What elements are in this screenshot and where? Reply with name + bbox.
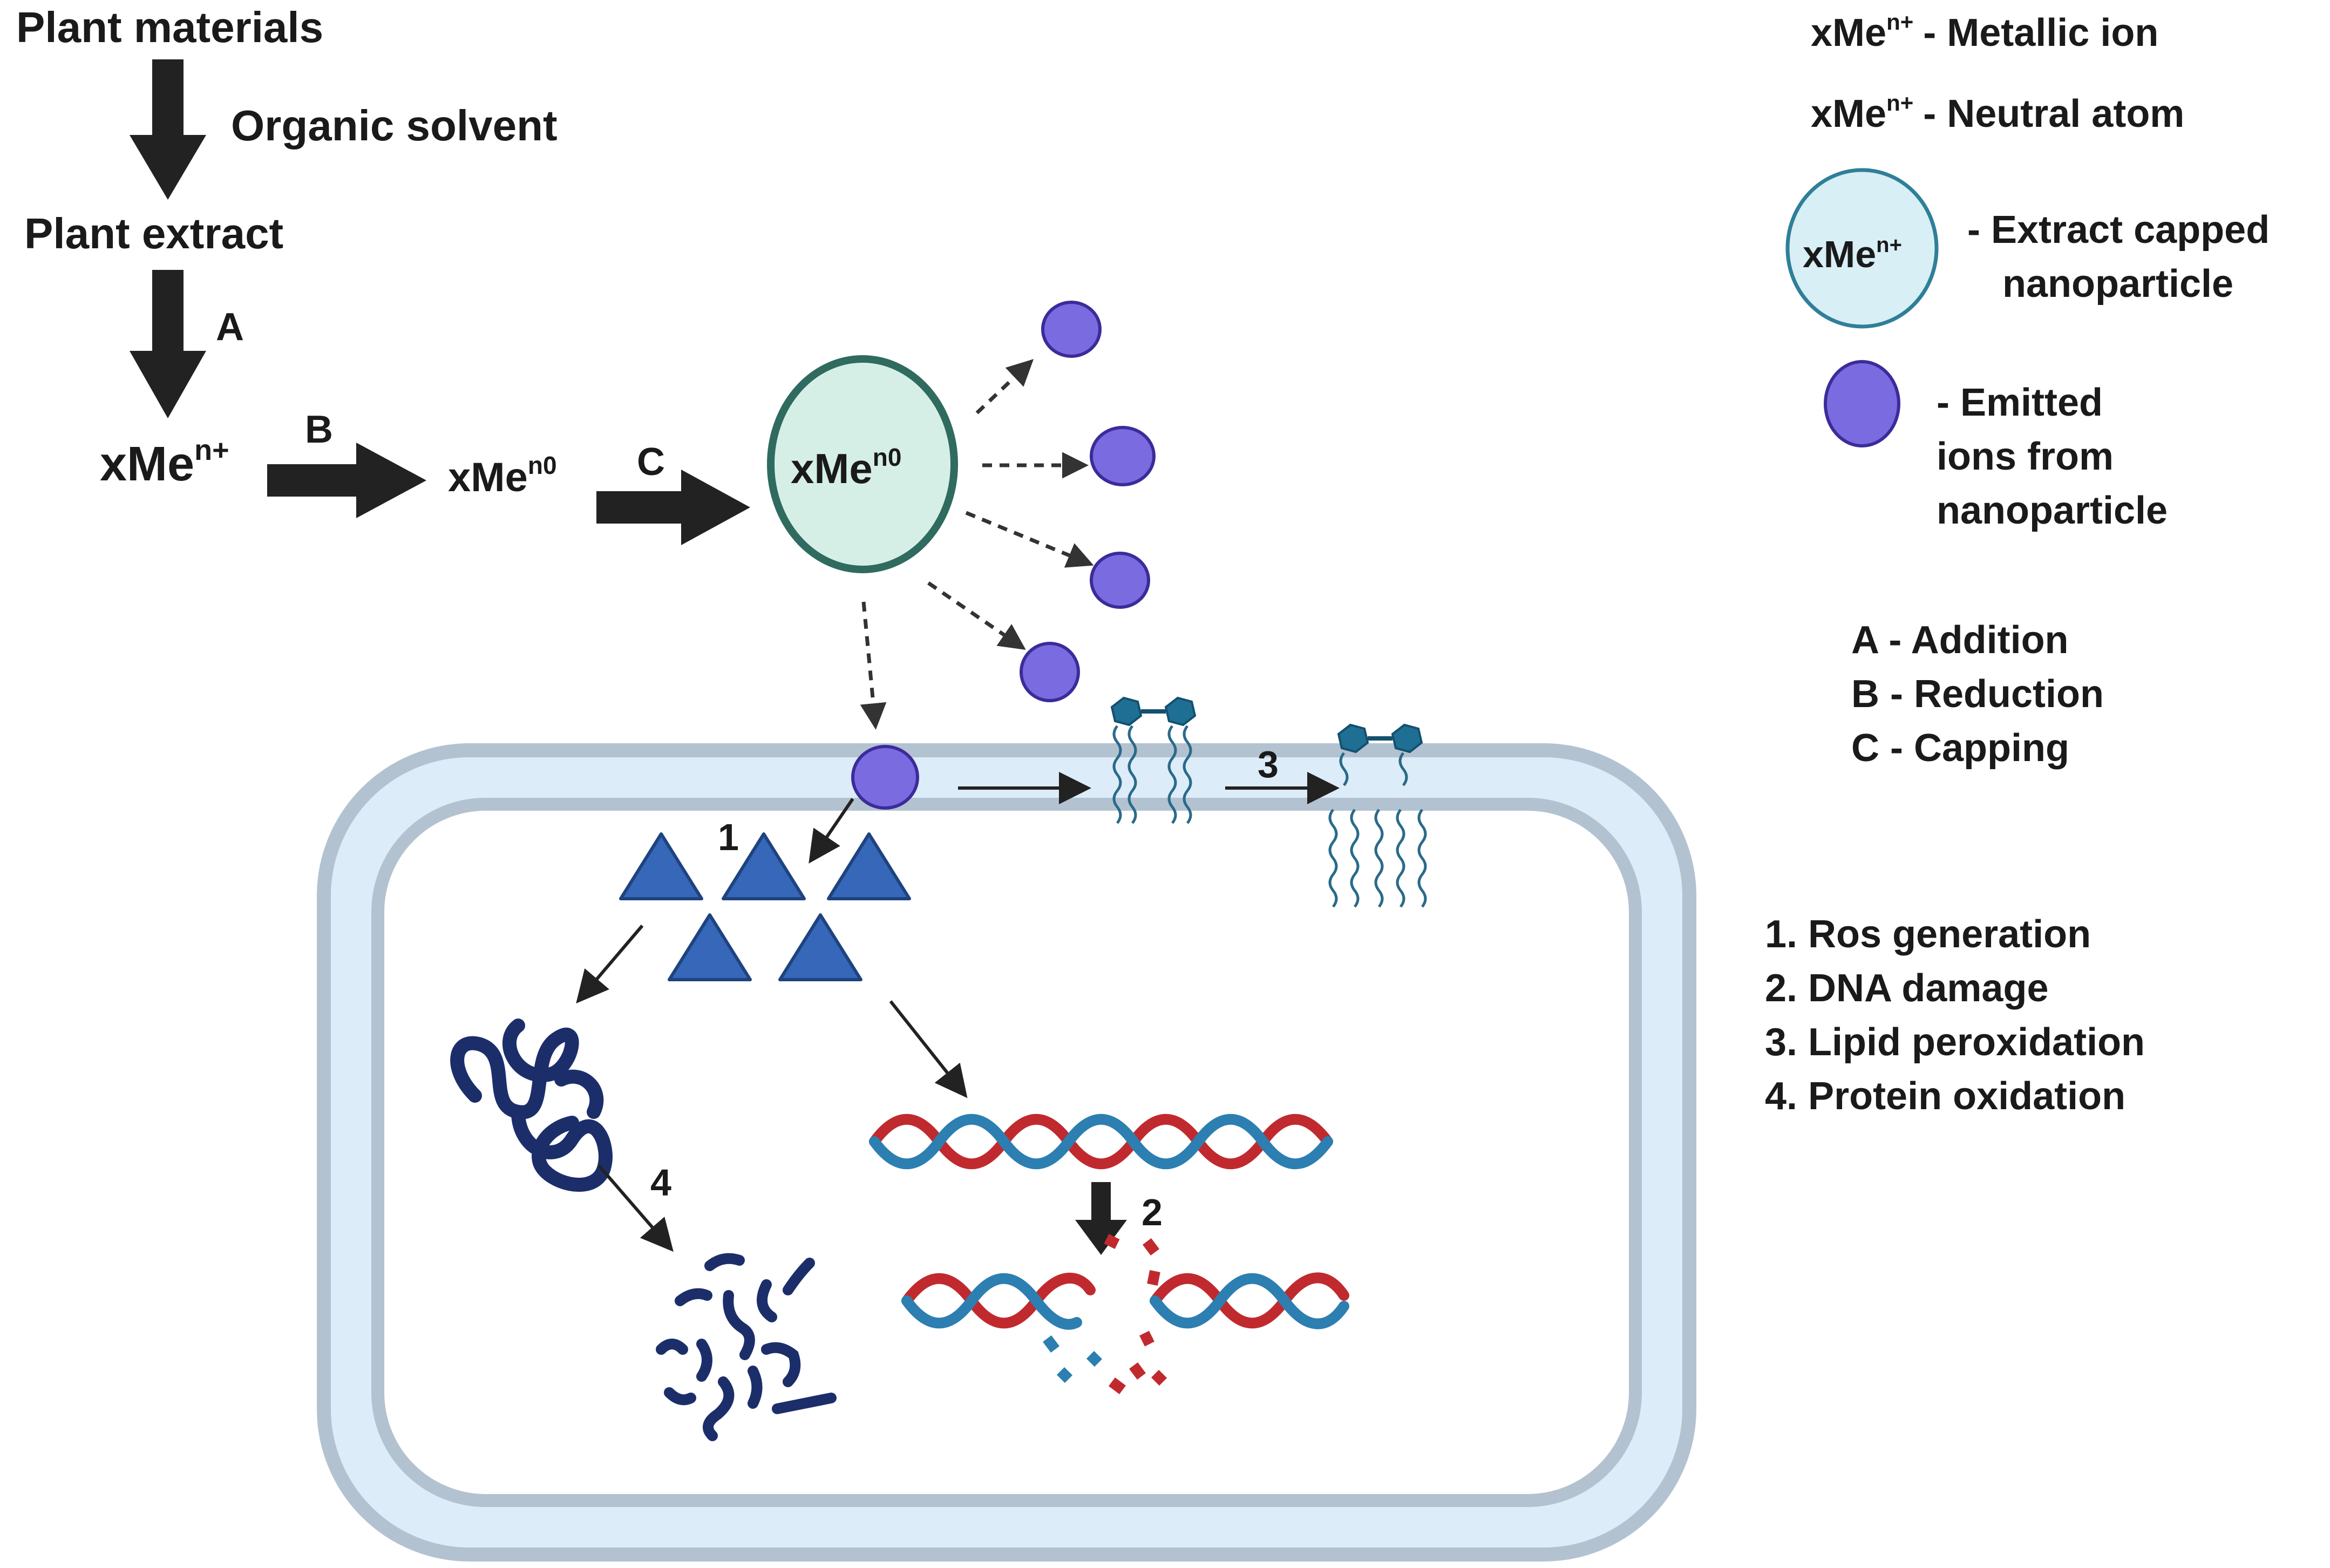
plant-extract-label: Plant extract (24, 209, 283, 257)
legend-emitted-ion-icon (1824, 360, 1900, 447)
emitted-ion-1 (1041, 301, 1102, 358)
metal-ion-label: xMen+ (100, 434, 229, 491)
legend-metallic-ion: xMen+- Metallic ion (1811, 9, 2158, 55)
intact-dna (869, 1114, 1333, 1170)
legend-step-b: B - Reduction (1851, 673, 2104, 716)
folded-protein (450, 1019, 613, 1192)
legend-mechanism-3: 3. Lipid peroxidation (1765, 1021, 2145, 1064)
ion-to-ros-arrow (809, 798, 854, 864)
step-c-label: C (637, 440, 665, 484)
protein-oxidation-arrow (597, 1165, 674, 1252)
ros-triangle (668, 913, 752, 981)
legend-step-c: C - Capping (1851, 727, 2069, 770)
step-b-label: B (305, 408, 333, 451)
nanoparticle-label: xMen0 (791, 443, 901, 492)
ros-triangle (722, 832, 806, 900)
mechanism-4-label: 4 (650, 1162, 671, 1204)
legend-emitted-line3: nanoparticle (1937, 489, 2168, 532)
peroxidized-lipids (1328, 723, 1427, 908)
neutral-atom-label: xMen0 (448, 451, 557, 500)
broken-dna-left (901, 1272, 1096, 1330)
right-arrow-reduction (267, 443, 426, 518)
emit-arrow-5 (860, 601, 887, 730)
legend-emitted-line2: ions from (1937, 435, 2114, 478)
ros-to-dna-arrow (889, 1000, 968, 1098)
emit-arrow-1 (975, 359, 1034, 415)
emitted-ion-2 (1090, 426, 1156, 486)
ros-to-protein-arrow (576, 925, 644, 1004)
emitted-ion-4 (1020, 642, 1080, 702)
legend-capped-line2: nanoparticle (2002, 262, 2233, 306)
ros-triangle (619, 832, 703, 900)
mechanism-1-label: 1 (718, 816, 739, 858)
legend-mechanism-1: 1. Ros generation (1765, 913, 2091, 956)
plant-materials-label: Plant materials (16, 3, 323, 51)
emit-arrow-3 (965, 511, 1094, 568)
legend-mechanism-4: 4. Protein oxidation (1765, 1075, 2125, 1118)
step-a-label: A (216, 306, 244, 349)
intact-lipids (1110, 696, 1197, 824)
ros-triangle (827, 832, 911, 900)
down-arrow-solvent (130, 59, 206, 200)
legend-capped-line1: - Extract capped (1967, 208, 2270, 252)
mechanism-2-label: 2 (1142, 1191, 1163, 1233)
down-arrow-addition (130, 270, 206, 418)
organic-solvent-label: Organic solvent (231, 101, 558, 150)
ros-cluster (619, 832, 911, 981)
legend-capped-symbol: xMen+ (1803, 233, 1902, 275)
legend-capped-nanoparticle-icon (1785, 168, 1939, 329)
legend-step-a: A - Addition (1851, 619, 2069, 662)
legend-neutral-atom: xMen+- Neutral atom (1811, 90, 2184, 135)
ros-triangle (778, 913, 862, 981)
emit-arrow-4 (927, 581, 1026, 650)
capped-nanoparticle (767, 355, 958, 573)
fragmented-protein (656, 1253, 837, 1441)
mechanism-3-label: 3 (1258, 743, 1279, 785)
membrane-ion (851, 745, 919, 810)
broken-dna-right (1150, 1272, 1349, 1329)
dna-fragments (1043, 1234, 1167, 1394)
legend-emitted-line1: - Emitted (1937, 381, 2103, 424)
right-arrow-capping (596, 470, 750, 545)
legend-mechanism-2: 2. DNA damage (1765, 967, 2048, 1010)
emitted-ion-3 (1090, 552, 1150, 609)
